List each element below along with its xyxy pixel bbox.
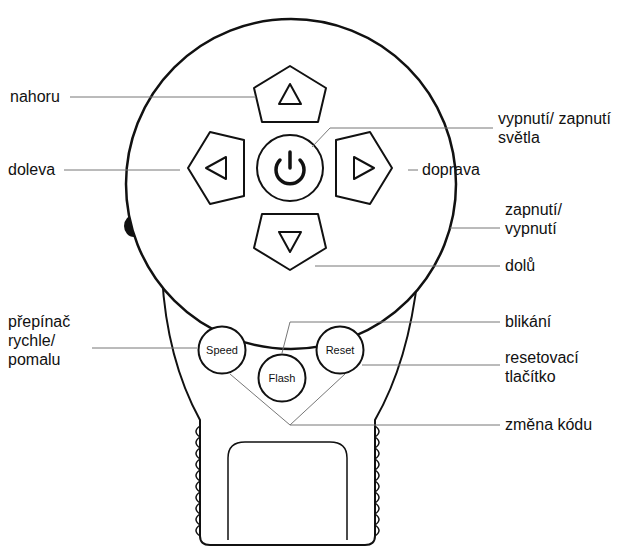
grip-ridges xyxy=(196,426,379,536)
part-label: dolů xyxy=(505,256,535,275)
button-text: Flash xyxy=(269,372,296,384)
part-label: nahoru xyxy=(10,87,60,106)
part-label: blikání xyxy=(505,312,551,331)
power-icon xyxy=(288,152,292,168)
control-head xyxy=(126,19,456,349)
part-label: doleva xyxy=(8,160,55,179)
power-button xyxy=(257,135,323,201)
grip-inner xyxy=(228,442,347,540)
round-button: Speed xyxy=(197,325,247,375)
button-text: Reset xyxy=(326,344,355,356)
part-label: přepínač rychle/ pomalu xyxy=(8,312,90,369)
part-label: resetovací tlačítko xyxy=(505,348,605,386)
part-label: doprava xyxy=(422,160,480,179)
button-text: Speed xyxy=(206,344,238,356)
part-label: vypnutí/ zapnutí světla xyxy=(498,109,626,147)
round-button: Reset xyxy=(315,325,365,375)
part-label: změna kódu xyxy=(505,415,592,434)
leader-lines xyxy=(64,97,500,425)
round-button: Flash xyxy=(257,353,307,403)
part-label: zapnutí/ vypnutí xyxy=(505,200,585,238)
